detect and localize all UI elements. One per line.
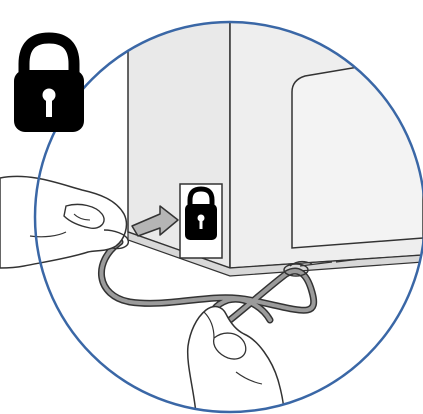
lock-slot-icon	[180, 184, 222, 258]
padlock-icon	[14, 38, 84, 132]
device-housing	[128, 20, 423, 276]
